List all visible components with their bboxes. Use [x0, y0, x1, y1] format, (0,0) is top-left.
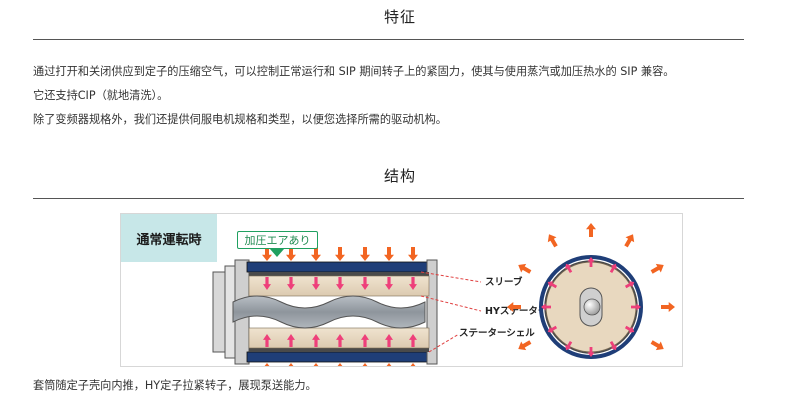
radial-inner-arrow-icon	[565, 263, 573, 274]
radial-inner-arrow-icon	[631, 303, 641, 311]
radial-push-arrow-icon	[622, 365, 638, 367]
pressurized-air-callout: 加圧エアあり	[237, 231, 318, 249]
feature-line-2: 它还支持CIP（就地清洗）。	[33, 89, 169, 102]
radial-inner-arrow-icon	[624, 325, 635, 333]
radial-inner-arrow-icon	[565, 340, 573, 351]
push-arrow-up-icon	[337, 363, 343, 366]
push-arrow-up-icon	[313, 363, 319, 366]
inner-arrow-up-icon	[409, 334, 417, 347]
inner-arrow-up-icon	[361, 334, 369, 347]
radial-push-arrow-icon	[661, 302, 675, 312]
inner-arrow-down-icon	[409, 277, 417, 290]
diagram-art: スリーブ HYステーター ステーターシェル	[212, 223, 675, 367]
radial-push-arrow-icon	[650, 263, 664, 274]
push-arrow-up-icon	[288, 363, 294, 366]
label-sleeve: スリーブ	[485, 276, 523, 288]
rotor	[232, 295, 426, 329]
inner-arrows-bottom	[263, 334, 417, 347]
radial-inner-arrows	[541, 257, 641, 357]
callout-pointer-icon	[270, 249, 284, 257]
inner-arrow-down-icon	[312, 277, 320, 290]
push-arrow-down-icon	[286, 247, 296, 261]
inner-arrow-up-icon	[336, 334, 344, 347]
push-arrows-bottom	[264, 363, 416, 366]
leader-lines	[420, 271, 482, 353]
features-divider	[33, 39, 744, 40]
cross-section	[539, 255, 643, 359]
inner-arrow-up-icon	[385, 334, 393, 347]
label-hy-stator: HYステーター	[485, 305, 547, 317]
structure-heading: 结构	[383, 167, 416, 185]
radial-push-arrow-icon	[507, 302, 521, 312]
radial-push-arrow-icon	[518, 340, 532, 351]
push-arrow-down-icon	[335, 247, 345, 261]
radial-inner-arrow-icon	[541, 303, 551, 311]
cross-section-rotor	[583, 298, 601, 316]
inner-arrows-top	[263, 277, 417, 290]
inner-arrow-down-icon	[263, 277, 271, 290]
structure-caption: 套筒随定子壳向内推，HY定子拉紧转子，展现泵送能力。	[33, 379, 317, 392]
inner-arrow-down-icon	[287, 277, 295, 290]
radial-push-arrow-icon	[545, 365, 561, 367]
radial-push-arrow-icon	[624, 234, 635, 248]
inner-arrow-up-icon	[312, 334, 320, 347]
inner-arrow-up-icon	[287, 334, 295, 347]
features-heading: 特征	[383, 8, 416, 26]
radial-push-arrow-icon	[547, 234, 558, 248]
push-arrow-up-icon	[410, 363, 416, 366]
radial-inner-arrow-icon	[547, 281, 558, 289]
push-arrow-down-icon	[384, 247, 394, 261]
inner-arrow-down-icon	[385, 277, 393, 290]
push-arrow-up-icon	[386, 363, 392, 366]
radial-inner-arrow-icon	[587, 257, 595, 267]
mode-label: 通常運転時	[121, 214, 217, 262]
inner-arrow-up-icon	[263, 334, 271, 347]
feature-line-3: 除了变频器规格外，我们还提供伺服电机规格和类型，以便您选择所需的驱动机构。	[33, 113, 447, 126]
radial-inner-arrow-icon	[587, 347, 595, 357]
radial-inner-arrow-icon	[609, 340, 617, 351]
push-arrow-down-icon	[408, 247, 418, 261]
stator-shell	[246, 259, 438, 365]
feature-line-1: 通过打开和关闭供应到定子的压缩空气，可以控制正常运行和 SIP 期间转子上的紧固…	[33, 65, 675, 78]
structure-diagram: スリーブ HYステーター ステーターシェル 通常運転時 加圧エアあり	[120, 213, 683, 367]
push-arrow-up-icon	[264, 363, 270, 366]
inner-arrow-down-icon	[336, 277, 344, 290]
structure-divider	[33, 198, 744, 199]
radial-push-arrow-icon	[650, 340, 664, 351]
push-arrow-up-icon	[362, 363, 368, 366]
sleeve	[249, 272, 429, 352]
radial-inner-arrow-icon	[609, 263, 617, 274]
radial-inner-arrow-icon	[547, 325, 558, 333]
push-arrows-top	[262, 247, 418, 261]
radial-push-arrow-icon	[518, 263, 532, 274]
radial-inner-arrow-icon	[624, 281, 635, 289]
radial-push-arrow-icon	[586, 223, 596, 237]
push-arrow-down-icon	[360, 247, 370, 261]
push-arrow-down-icon	[262, 247, 272, 261]
label-stator-shell: ステーターシェル	[459, 327, 535, 339]
radial-arrows	[507, 223, 675, 367]
inner-arrow-down-icon	[361, 277, 369, 290]
push-arrow-down-icon	[311, 247, 321, 261]
